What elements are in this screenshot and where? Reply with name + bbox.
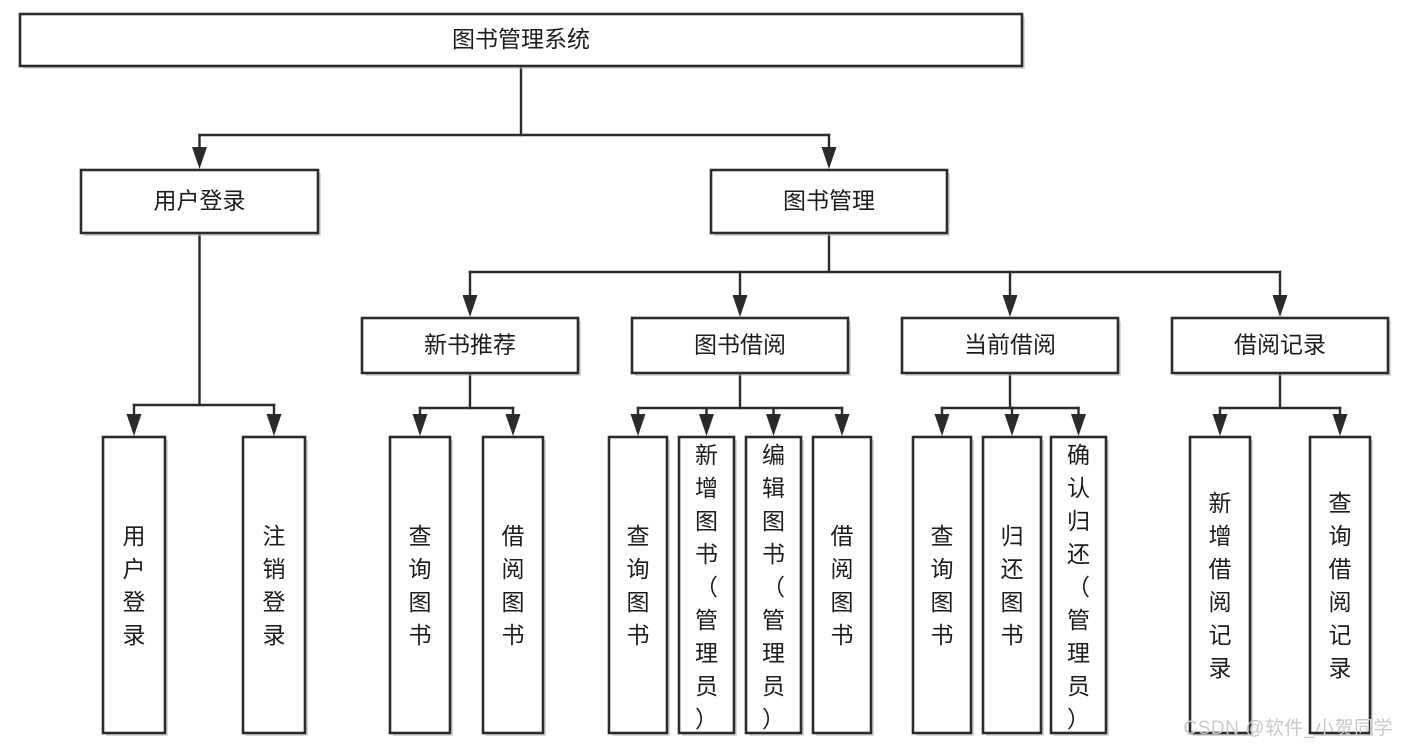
node-box [79, 168, 320, 235]
node-label: 借阅图书 [831, 523, 854, 648]
arrow-head-icon [1212, 414, 1228, 436]
node-label: 注销登录 [263, 523, 286, 648]
node-box [744, 435, 803, 735]
node-box [911, 435, 973, 735]
arrow-head-icon [1004, 414, 1020, 436]
node-label: 确认归还（管理员） [1067, 442, 1090, 732]
arrow-head-icon [821, 147, 837, 169]
arrow-head-icon [934, 414, 950, 436]
node-label: 编辑图书（管理员） [762, 442, 785, 732]
node-box [811, 435, 873, 735]
node-leaf-return-book[interactable]: 归还图书 [981, 435, 1044, 736]
node-leaf-query-book-1[interactable]: 查询图书 [388, 435, 453, 736]
node-box [388, 435, 452, 735]
node-label: 用户登录 [123, 523, 146, 648]
node-label: 图书借阅 [694, 332, 786, 358]
node-box [677, 435, 736, 735]
node-label: 新增借阅记录 [1209, 490, 1232, 681]
node-box [360, 316, 580, 375]
arrow-head-icon [266, 414, 282, 436]
node-leaf-user-login[interactable]: 用户登录 [101, 435, 168, 736]
arrow-head-icon [630, 414, 646, 436]
node-box [101, 435, 167, 735]
connector-group [126, 231, 282, 436]
arrow-head-icon [834, 414, 850, 436]
node-label: 图书管理 [783, 188, 875, 214]
connector-group [1212, 371, 1348, 436]
node-l2-user-login[interactable]: 用户登录 [79, 168, 321, 236]
arrow-head-icon [1332, 414, 1348, 436]
node-leaf-query-book-3[interactable]: 查询图书 [911, 435, 974, 736]
node-label: 查询图书 [931, 523, 954, 648]
node-label: 查询图书 [409, 523, 432, 648]
node-box [981, 435, 1043, 735]
connector-layer [126, 64, 1348, 436]
node-leaf-borrow-book-2[interactable]: 借阅图书 [811, 435, 874, 736]
arrow-head-icon [126, 414, 142, 436]
arrow-head-icon [412, 414, 428, 436]
node-root[interactable]: 图书管理系统 [18, 12, 1025, 69]
connector-group [412, 371, 521, 436]
node-label: 图书管理系统 [452, 26, 590, 52]
node-box [1170, 316, 1390, 375]
node-label: 当前借阅 [964, 332, 1056, 358]
node-label: 用户登录 [154, 188, 246, 214]
node-leaf-borrow-book-1[interactable]: 借阅图书 [481, 435, 546, 736]
node-box [18, 12, 1024, 68]
node-box [630, 316, 850, 375]
node-box [1188, 435, 1252, 735]
arrow-head-icon [505, 414, 521, 436]
connector-group [192, 64, 837, 169]
node-leaf-confirm-return[interactable]: 确认归还（管理员） [1049, 435, 1109, 736]
arrow-head-icon [766, 414, 781, 436]
node-label: 查询借阅记录 [1329, 490, 1352, 681]
node-box [1049, 435, 1108, 735]
node-box [900, 316, 1120, 375]
node-label: 新增图书（管理员） [695, 442, 718, 732]
node-layer: 图书管理系统用户登录图书管理新书推荐图书借阅当前借阅借阅记录用户登录注销登录查询… [18, 12, 1391, 736]
arrow-head-icon [462, 295, 478, 317]
arrow-head-icon [732, 295, 748, 317]
node-leaf-edit-book[interactable]: 编辑图书（管理员） [744, 435, 804, 736]
node-box [241, 435, 307, 735]
connector-group [934, 371, 1086, 436]
arrow-head-icon [699, 414, 714, 436]
node-box [709, 168, 949, 235]
node-box [607, 435, 669, 735]
node-leaf-logout[interactable]: 注销登录 [241, 435, 308, 736]
connector-group [630, 371, 850, 436]
node-label: 借阅图书 [502, 523, 525, 648]
node-l3-current-borrow[interactable]: 当前借阅 [900, 316, 1121, 376]
node-l3-book-borrow[interactable]: 图书借阅 [630, 316, 851, 376]
arrow-head-icon [192, 147, 207, 169]
node-box [1308, 435, 1372, 735]
node-l3-new-book-rec[interactable]: 新书推荐 [360, 316, 581, 376]
node-leaf-query-record[interactable]: 查询借阅记录 [1308, 435, 1373, 736]
arrow-head-icon [1071, 414, 1086, 436]
node-label: 借阅记录 [1234, 332, 1326, 358]
connector-group [462, 231, 1288, 317]
node-label: 归还图书 [1001, 523, 1024, 648]
node-leaf-add-book[interactable]: 新增图书（管理员） [677, 435, 737, 736]
arrow-head-icon [1272, 295, 1288, 317]
node-label: 新书推荐 [424, 332, 516, 358]
node-label: 查询图书 [627, 523, 650, 648]
node-box [481, 435, 545, 735]
node-leaf-query-book-2[interactable]: 查询图书 [607, 435, 670, 736]
node-l2-book-mgmt[interactable]: 图书管理 [709, 168, 950, 236]
node-l3-borrow-record[interactable]: 借阅记录 [1170, 316, 1391, 376]
node-leaf-add-record[interactable]: 新增借阅记录 [1188, 435, 1253, 736]
arrow-head-icon [1002, 295, 1018, 317]
